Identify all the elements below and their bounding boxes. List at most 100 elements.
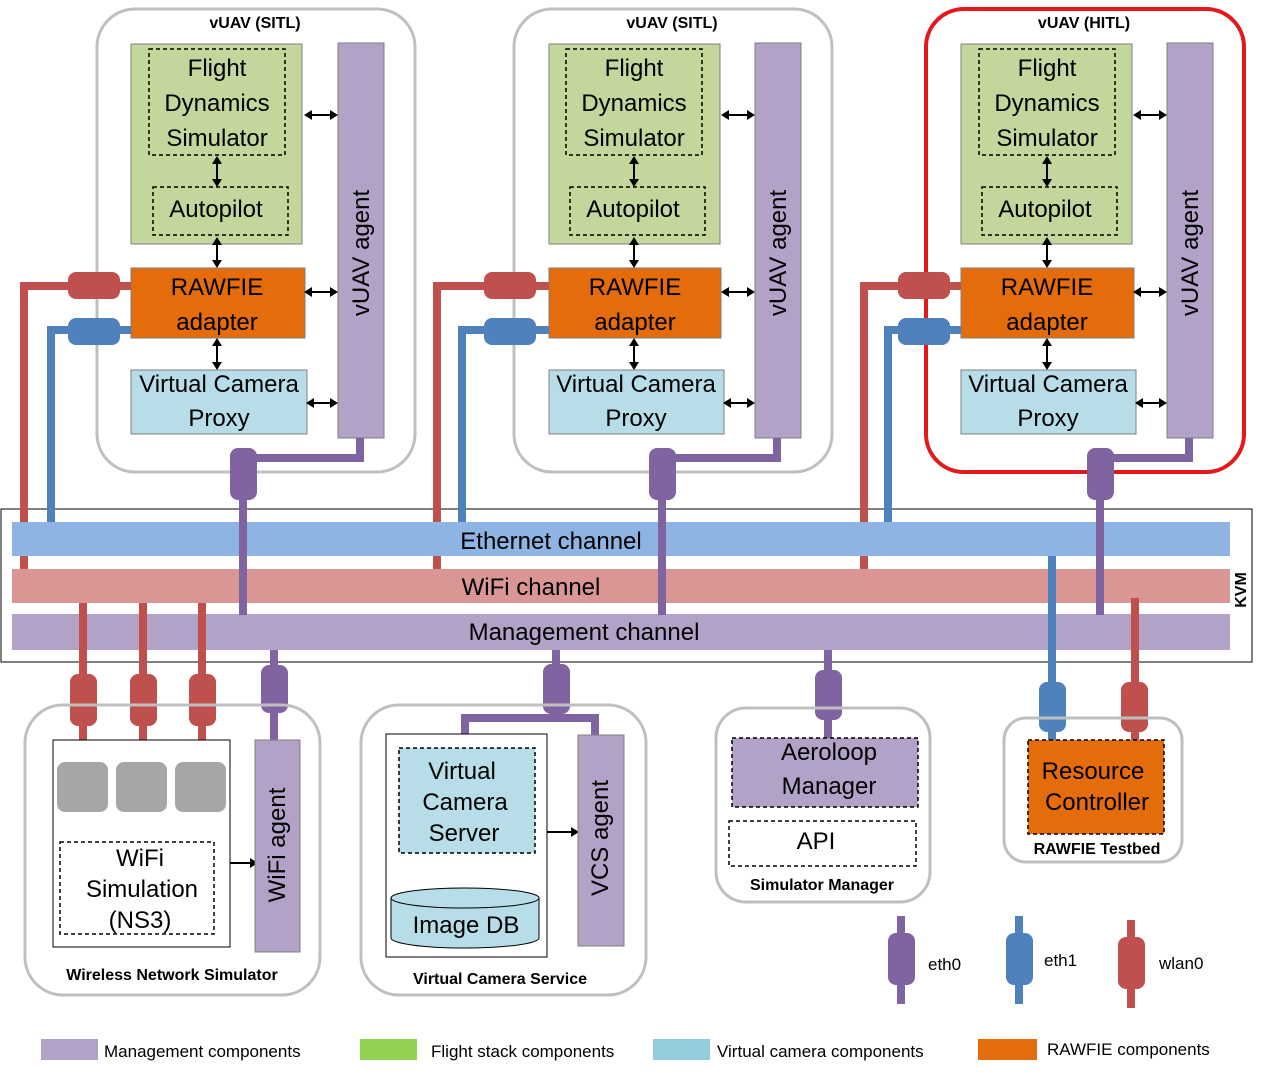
vuav-agent-1-label: vUAV agent	[348, 190, 375, 317]
image-db	[390, 887, 540, 949]
wlan0-plug-wns-1	[70, 674, 97, 726]
eth0-plug-3	[1087, 448, 1114, 500]
simmgr-frame	[714, 706, 932, 904]
testbed-title: RAWFIE Testbed	[1034, 841, 1161, 858]
fds-1-line3: Simulator	[166, 125, 267, 152]
virtual-camera-server	[398, 747, 536, 854]
vcs-server-line3: Server	[429, 820, 500, 847]
legend-management: Management components	[104, 1042, 301, 1061]
wifi-simulation-box	[59, 841, 215, 935]
image-db-label: Image DB	[413, 912, 520, 939]
vuav-group-3: vUAV (HITL) Flight Dynamics Simulator Au…	[924, 7, 1246, 474]
eth0-legend-icon	[888, 933, 915, 985]
wifi-sim-line1: WiFi	[116, 845, 164, 872]
fds-2-line2: Dynamics	[581, 90, 686, 117]
vuav-3-title: vUAV (HITL)	[1038, 15, 1130, 32]
vcs-frame	[359, 703, 648, 997]
virtual-camera-service: Virtual Camera Server Image DB VCS agent…	[359, 703, 648, 997]
eth0-plug-simmgr	[815, 670, 842, 720]
flight-stack-box-2	[548, 43, 721, 245]
legend-swatch-management	[41, 1039, 98, 1060]
legend-swatch-flight-stack	[360, 1039, 417, 1060]
fds-1-line1: Flight	[188, 55, 247, 82]
autopilot-1-label: Autopilot	[169, 196, 263, 223]
legend-swatch-rawfie	[978, 1039, 1037, 1060]
resource-controller	[1027, 739, 1165, 835]
legend-flight-stack: Flight stack components	[431, 1042, 614, 1061]
rawfie-adapter-3	[960, 267, 1135, 339]
wifi-sim-line3: (NS3)	[109, 907, 172, 934]
fds-3-line2: Dynamics	[994, 90, 1099, 117]
vcp-3-line1: Virtual Camera	[968, 371, 1128, 398]
vuav-1-title: vUAV (SITL)	[209, 15, 300, 32]
rawfie-adapter-2	[548, 267, 722, 339]
vuav-agent-2	[754, 42, 802, 439]
eth1-plug-testbed	[1039, 682, 1066, 732]
vcs-agent-label: VCS agent	[587, 780, 614, 896]
fds-2-line1: Flight	[605, 55, 664, 82]
wifi-agent	[254, 739, 301, 953]
wlan0-legend-label: wlan0	[1158, 954, 1203, 973]
fds-box-3	[978, 48, 1116, 156]
legend-virtual-camera: Virtual camera components	[717, 1042, 924, 1061]
rawfie-testbed: Resource Controller RAWFIE Testbed	[1002, 716, 1184, 864]
aeroloop-manager	[731, 737, 919, 808]
virtual-camera-proxy-3	[960, 369, 1137, 435]
vcs-server-line1: Virtual	[428, 758, 496, 785]
vuav-2-title: vUAV (SITL)	[626, 15, 717, 32]
eth1-plug-3	[898, 318, 950, 345]
autopilot-2-label: Autopilot	[586, 196, 680, 223]
eth1-plug-1	[68, 318, 120, 345]
wlan0-plug-2	[484, 272, 536, 299]
adapter-2-line1: RAWFIE	[589, 274, 681, 301]
vuav-agent-3-label: vUAV agent	[1177, 190, 1204, 317]
vuav-3-frame	[924, 7, 1246, 474]
testbed-frame	[1002, 716, 1184, 864]
eth0-plug-wns	[261, 665, 288, 713]
fds-box-1	[148, 48, 286, 156]
api-box	[728, 820, 917, 867]
aeroloop-line1: Aeroloop	[781, 739, 877, 766]
eth1-legend-icon	[1006, 933, 1033, 985]
wlan0-plug-3	[898, 272, 950, 299]
simmgr-title: Simulator Manager	[750, 877, 894, 894]
vuav-agent-1	[337, 42, 385, 439]
vcs-server-line2: Camera	[422, 789, 508, 816]
wireless-network-simulator: WiFi Simulation (NS3) WiFi agent Wireles…	[23, 703, 322, 997]
fds-1-line2: Dynamics	[164, 90, 269, 117]
adapter-1-line1: RAWFIE	[171, 274, 263, 301]
vuav-group-1: vUAV (SITL) Flight Dynamics Simulator Au…	[95, 7, 417, 474]
vuav-agent-3	[1166, 42, 1214, 439]
ethernet-channel	[12, 522, 1230, 556]
aeroloop-line2: Manager	[782, 773, 877, 800]
wlan0-plug-wns-2	[130, 674, 157, 726]
wns-node-2	[116, 762, 167, 812]
adapter-1-line2: adapter	[176, 309, 257, 336]
vcp-2-line2: Proxy	[605, 405, 666, 432]
adapter-3-line1: RAWFIE	[1001, 274, 1093, 301]
wlan0-plug-wns-3	[189, 674, 216, 726]
legend-swatch-virtual-camera	[653, 1039, 710, 1060]
wifi-agent-label: WiFi agent	[264, 787, 291, 902]
rawfie-adapter-1	[130, 267, 306, 339]
eth1-legend-label: eth1	[1044, 951, 1077, 970]
eth0-plug-1	[230, 448, 257, 500]
simulator-manager: Aeroloop Manager API Simulator Manager	[714, 706, 932, 904]
wifi-channel-label: WiFi channel	[462, 574, 601, 601]
autopilot-3-label: Autopilot	[998, 196, 1092, 223]
vuav-agent-2-label: vUAV agent	[765, 190, 792, 317]
management-channel	[12, 614, 1230, 650]
ethernet-channel-label: Ethernet channel	[460, 528, 641, 555]
virtual-camera-proxy-1	[130, 369, 308, 435]
rc-line2: Controller	[1045, 789, 1149, 816]
adapter-3-line2: adapter	[1006, 309, 1087, 336]
wns-node-3	[175, 762, 226, 812]
vcs-title: Virtual Camera Service	[413, 971, 587, 988]
wifi-sim-line2: Simulation	[86, 876, 198, 903]
vcp-2-line1: Virtual Camera	[556, 371, 716, 398]
eth0-plug-2	[649, 448, 676, 500]
virtual-camera-proxy-2	[548, 369, 725, 435]
wns-node-1	[57, 762, 108, 812]
wlan0-plug-testbed	[1121, 682, 1148, 732]
